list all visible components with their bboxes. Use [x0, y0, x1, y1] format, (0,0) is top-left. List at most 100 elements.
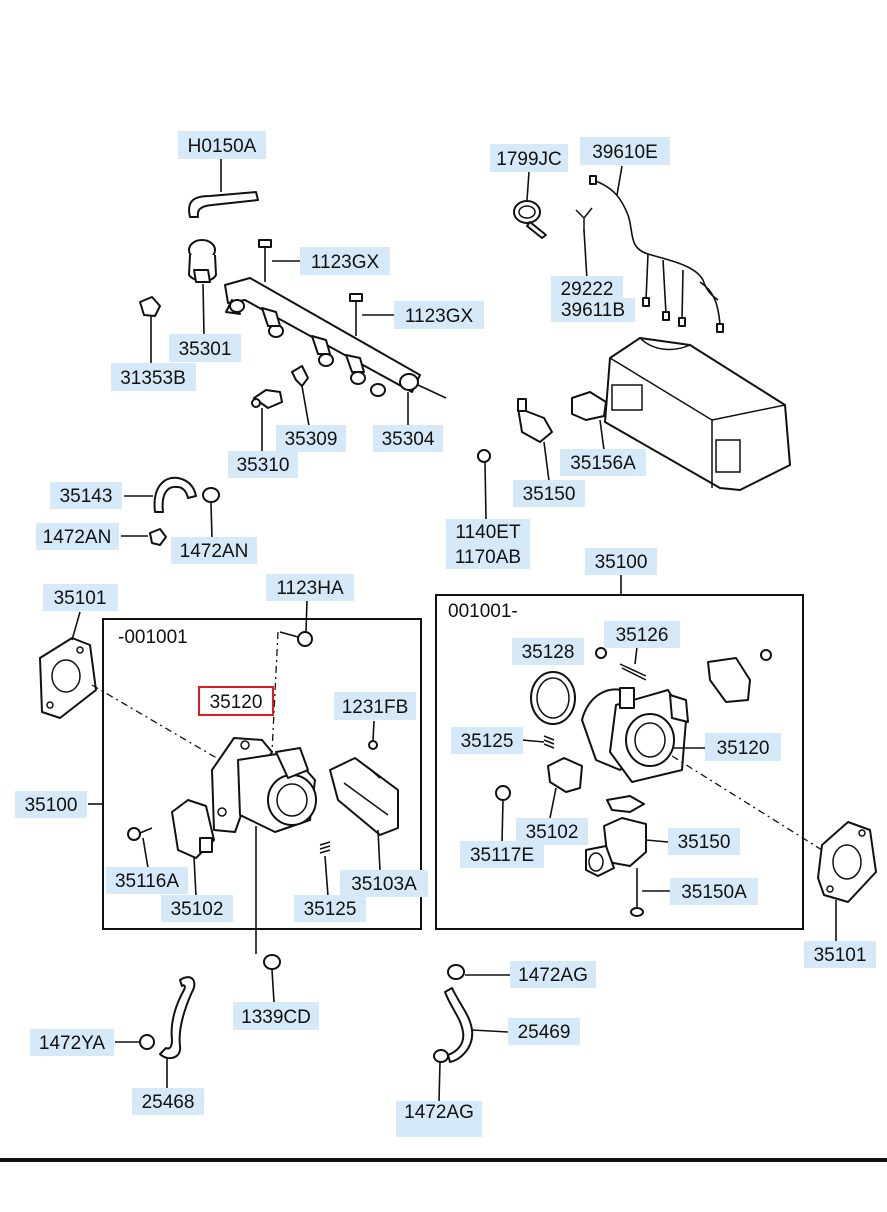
- clip-31353b-drawing: [139, 296, 161, 317]
- label-35120-right[interactable]: 35120: [705, 733, 781, 761]
- label-35150a[interactable]: 35150A: [670, 878, 758, 905]
- label-35102-right[interactable]: 35102: [516, 818, 588, 845]
- label-35125-right[interactable]: 35125: [451, 727, 523, 754]
- label-35301-text: 35301: [179, 339, 232, 360]
- label-25469[interactable]: 25469: [508, 1018, 580, 1045]
- label-1123gx-a[interactable]: 1123GX: [300, 247, 390, 275]
- label-31353b[interactable]: 31353B: [111, 363, 196, 391]
- label-1472an-b-text: 1472AN: [180, 541, 249, 562]
- bolt-1123ha-drawing: [279, 631, 313, 647]
- label-35103a-text: 35103A: [351, 874, 417, 895]
- idle-valve-35150-right-drawing: [585, 817, 647, 877]
- label-1123gx-b[interactable]: 1123GX: [394, 301, 484, 329]
- label-35117e-text: 35117E: [470, 845, 534, 866]
- label-35143-text: 35143: [60, 486, 113, 507]
- hose-25468-drawing: [159, 976, 196, 1060]
- label-35101-right-text: 35101: [814, 945, 867, 966]
- label-39610e-text: 39610E: [592, 142, 658, 163]
- cover-35103a-drawing: [329, 757, 399, 836]
- label-25468-text: 25468: [142, 1092, 195, 1113]
- label-1231fb[interactable]: 1231FB: [334, 692, 416, 720]
- label-35309-text: 35309: [285, 429, 338, 450]
- label-35150a-text: 35150A: [681, 882, 747, 903]
- label-35126-text: 35126: [616, 625, 669, 646]
- label-35100-left-text: 35100: [25, 795, 78, 816]
- label-1170ab[interactable]: 1170AB: [446, 544, 530, 569]
- hose-35143-drawing: [153, 476, 197, 513]
- gasket-35101-left-drawing: [39, 637, 97, 719]
- spring-35125-left-drawing: [319, 841, 331, 854]
- group-box-right: [435, 594, 804, 930]
- label-35101-left[interactable]: 35101: [43, 584, 118, 611]
- label-35125-left[interactable]: 35125: [294, 895, 366, 922]
- hose-h0150a-drawing: [188, 191, 259, 218]
- label-35100-left[interactable]: 35100: [15, 791, 87, 818]
- label-39611b[interactable]: 39611B: [551, 298, 635, 322]
- bolt-35150a-drawing: [630, 868, 644, 917]
- label-35100-top-text: 35100: [595, 552, 648, 573]
- label-35102-left-text: 35102: [171, 899, 224, 920]
- clamp-1472ya-drawing: [139, 1034, 155, 1050]
- spring-35125-right-drawing: [543, 735, 555, 749]
- label-35310[interactable]: 35310: [228, 451, 298, 478]
- label-31353b-text: 31353B: [120, 368, 186, 389]
- label-35150-right[interactable]: 35150: [668, 828, 740, 855]
- label-35120-left-highlighted[interactable]: 35120: [198, 686, 274, 716]
- label-35143[interactable]: 35143: [50, 482, 122, 509]
- label-35125-right-text: 35125: [461, 731, 514, 752]
- label-1472ag-a-text: 1472AG: [518, 965, 588, 986]
- label-35150-top[interactable]: 35150: [513, 480, 585, 507]
- label-35116a-text: 35116A: [115, 871, 179, 892]
- label-35117e[interactable]: 35117E: [460, 841, 544, 868]
- fuel-rail-35304-drawing: [224, 277, 447, 399]
- label-1472an-a-text: 1472AN: [43, 527, 112, 548]
- label-35101-right[interactable]: 35101: [804, 941, 876, 968]
- throttle-body-35120-right-drawing: [581, 687, 689, 783]
- screw-35126-drawing: [595, 647, 647, 681]
- label-35150-top-text: 35150: [523, 484, 576, 505]
- label-1123gx-a-text: 1123GX: [311, 252, 380, 273]
- gasket-35101-right-drawing: [817, 821, 877, 903]
- label-1472ag-a[interactable]: 1472AG: [510, 961, 596, 988]
- label-35116a[interactable]: 35116A: [106, 867, 188, 894]
- label-1472an-b[interactable]: 1472AN: [171, 537, 257, 564]
- label-35156a[interactable]: 35156A: [560, 449, 646, 476]
- label-1799jc[interactable]: 1799JC: [490, 144, 568, 172]
- label-35310-text: 35310: [237, 455, 290, 476]
- label-25468[interactable]: 25468: [132, 1088, 204, 1115]
- label-1140et[interactable]: 1140ET: [446, 519, 530, 544]
- label-1472ag-b[interactable]: 1472AG: [396, 1101, 482, 1137]
- screw-35116a-drawing: [127, 827, 153, 841]
- label-h0150a[interactable]: H0150A: [178, 131, 266, 159]
- group-right-range: 001001-: [448, 601, 518, 622]
- label-1472ya[interactable]: 1472YA: [30, 1029, 114, 1056]
- label-35150-right-text: 35150: [678, 832, 731, 853]
- label-35102-left[interactable]: 35102: [161, 895, 233, 922]
- label-35120-left-text: 35120: [210, 692, 263, 713]
- oring-35128-drawing: [530, 671, 576, 725]
- label-35301[interactable]: 35301: [169, 334, 241, 362]
- label-35304[interactable]: 35304: [373, 425, 443, 452]
- label-1799jc-text: 1799JC: [496, 149, 562, 170]
- label-35103a[interactable]: 35103A: [340, 870, 428, 897]
- label-35126[interactable]: 35126: [604, 621, 680, 648]
- group-left-range: -001001: [118, 627, 188, 648]
- idle-valve-35150-top-drawing: [517, 398, 553, 443]
- label-35128[interactable]: 35128: [512, 638, 584, 665]
- label-39610e[interactable]: 39610E: [580, 137, 670, 165]
- bracket-35120-right-drawing: [707, 649, 772, 703]
- label-35309[interactable]: 35309: [276, 425, 346, 452]
- label-1339cd[interactable]: 1339CD: [233, 1002, 319, 1030]
- label-35100-top[interactable]: 35100: [585, 548, 657, 575]
- bolt-1123gx-b-drawing: [349, 293, 363, 336]
- label-29222[interactable]: 29222: [551, 276, 623, 300]
- harness-39610e-drawing: [589, 175, 724, 333]
- label-1472an-a[interactable]: 1472AN: [36, 523, 119, 550]
- sensor-35102-left-drawing: [171, 799, 215, 859]
- leader-lines: [71, 159, 837, 1102]
- gasket-35150-right-drawing: [606, 795, 645, 813]
- bracket-35309-drawing: [291, 365, 309, 387]
- label-1123ha[interactable]: 1123HA: [266, 574, 354, 601]
- label-35120-right-text: 35120: [717, 738, 770, 759]
- screw-35117e-drawing: [495, 785, 511, 801]
